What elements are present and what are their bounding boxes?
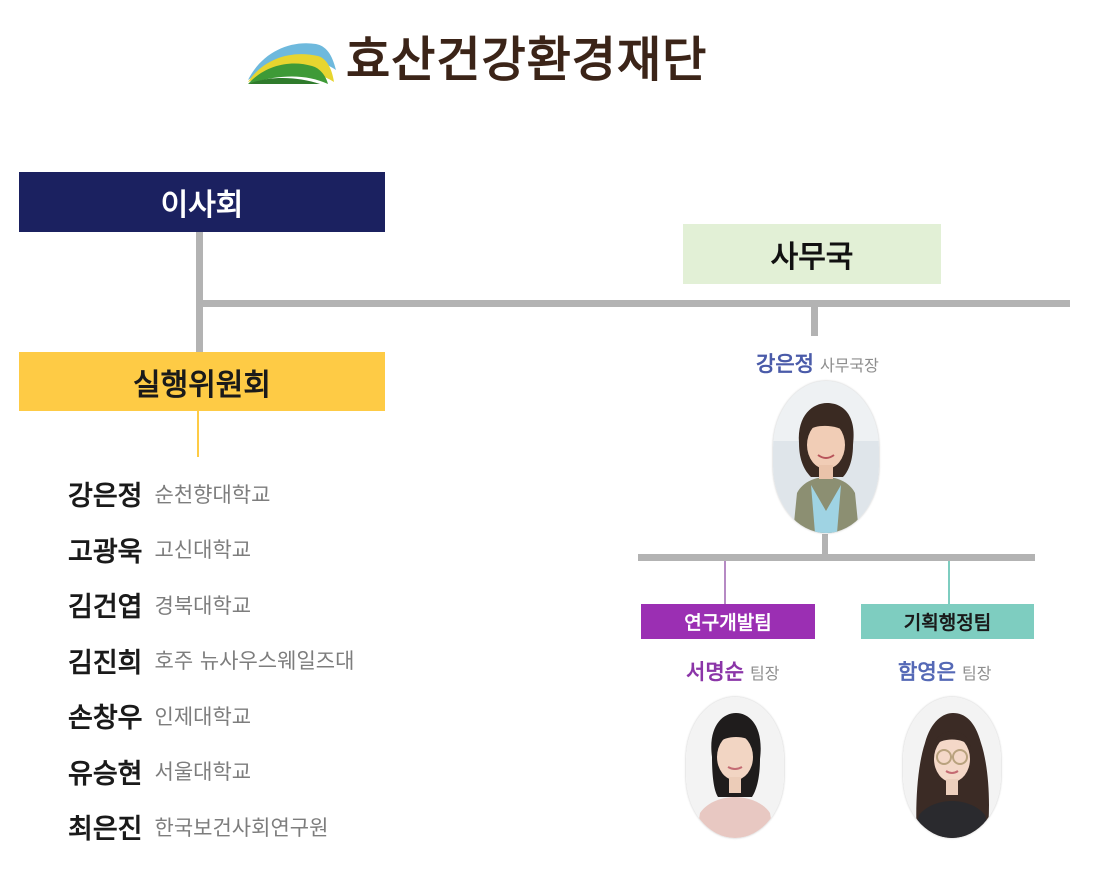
secretariat-box: 사무국 xyxy=(683,224,941,284)
planning-admin-team-box: 기획행정팀 xyxy=(861,604,1034,639)
committee-member: 손창우 인제대학교 xyxy=(68,688,468,744)
executive-committee-box: 실행위원회 xyxy=(19,352,385,411)
member-name: 김건엽 xyxy=(68,592,143,624)
person-name: 서명순 xyxy=(686,660,744,684)
secretariat-connector-vertical xyxy=(811,300,818,336)
person-role: 팀장 xyxy=(961,664,992,683)
member-name: 최은진 xyxy=(68,814,143,846)
committee-member: 김건엽 경북대학교 xyxy=(68,577,468,633)
committee-member: 김진희 호주 뉴사우스웨일즈대 xyxy=(68,633,468,689)
rnd-team-box: 연구개발팀 xyxy=(641,604,815,639)
member-name: 강은정 xyxy=(68,481,143,513)
member-name: 유승현 xyxy=(68,758,143,790)
person-role: 팀장 xyxy=(749,664,780,683)
member-affiliation: 순천향대학교 xyxy=(154,482,271,507)
planning-admin-team-leader-caption: 함영은 팀장 xyxy=(898,656,991,686)
board-box: 이사회 xyxy=(19,172,385,232)
head-to-teams-connector xyxy=(822,534,828,558)
member-affiliation: 서울대학교 xyxy=(154,760,252,785)
member-affiliation: 호주 뉴사우스웨일즈대 xyxy=(154,649,355,674)
secretariat-head-caption: 강은정 사무국장 xyxy=(756,348,879,378)
committee-member: 유승현 서울대학교 xyxy=(68,744,468,800)
member-name: 고광욱 xyxy=(68,536,143,568)
person-name: 강은정 xyxy=(756,352,814,376)
planning-admin-team-leader-portrait xyxy=(903,697,1001,838)
person-role: 사무국장 xyxy=(819,356,879,375)
mountain-logo-icon xyxy=(246,30,340,86)
board-connector-vertical xyxy=(196,232,203,352)
committee-member: 최은진 한국보건사회연구원 xyxy=(68,799,468,855)
member-name: 김진희 xyxy=(68,647,143,679)
rnd-team-leader-portrait xyxy=(686,697,784,838)
main-connector-horizontal xyxy=(196,300,1070,307)
teams-connector-horizontal xyxy=(638,554,1035,561)
member-affiliation: 경북대학교 xyxy=(154,593,252,618)
member-affiliation: 한국보건사회연구원 xyxy=(154,815,329,840)
committee-member-list: 강은정 순천향대학교 고광욱 고신대학교 김건엽 경북대학교 김진희 호주 뉴사… xyxy=(68,466,468,855)
team1-connector xyxy=(724,561,726,604)
member-affiliation: 고신대학교 xyxy=(154,538,252,563)
team2-connector xyxy=(948,561,950,604)
rnd-team-leader-caption: 서명순 팀장 xyxy=(686,656,779,686)
member-affiliation: 인제대학교 xyxy=(154,704,252,729)
member-name: 손창우 xyxy=(68,703,143,735)
exec-members-connector xyxy=(197,411,199,457)
secretariat-head-portrait xyxy=(773,381,879,533)
committee-member: 강은정 순천향대학교 xyxy=(68,466,468,522)
person-name: 함영은 xyxy=(898,660,956,684)
organization-name: 효산건강환경재단 xyxy=(346,32,708,88)
committee-member: 고광욱 고신대학교 xyxy=(68,522,468,578)
